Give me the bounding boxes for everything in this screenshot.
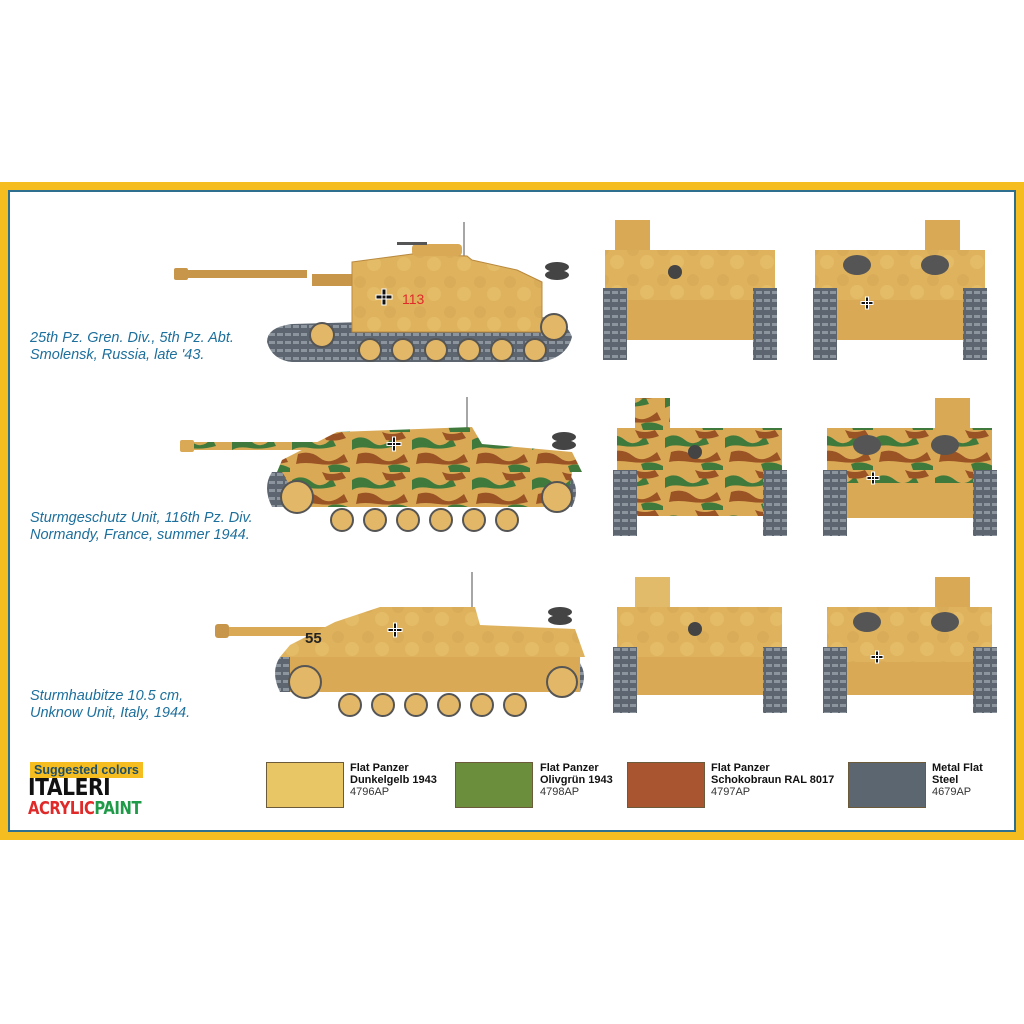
vehicle-3-rear-view bbox=[823, 577, 997, 713]
caption-line-1: Sturmhaubitze 10.5 cm, bbox=[30, 688, 184, 704]
brand-paint: PAINT bbox=[94, 798, 142, 819]
vehicle-1-side-view: 113 bbox=[174, 222, 572, 362]
suggested-colors-badge: Suggested colors bbox=[30, 762, 143, 778]
vehicle-2-rear-view bbox=[823, 398, 997, 536]
vehicle-1-caption: 25th Pz. Gren. Div., 5th Pz. Abt. Smolen… bbox=[30, 330, 234, 364]
swatch-steel bbox=[848, 762, 926, 808]
vehicle-2-caption: Sturmgeschutz Unit, 116th Pz. Div. Norma… bbox=[30, 510, 253, 544]
swatch-schokobraun bbox=[627, 762, 705, 808]
caption-line-2: Normandy, France, summer 1944. bbox=[30, 527, 250, 543]
vehicle-2-side-view bbox=[180, 397, 582, 532]
vehicle-1-rear-view bbox=[813, 220, 987, 360]
acrylic-paint-logo: ACRYLICPAINT bbox=[28, 798, 142, 819]
caption-line-1: 25th Pz. Gren. Div., 5th Pz. Abt. bbox=[30, 330, 234, 346]
caption-line-2: Smolensk, Russia, late '43. bbox=[30, 347, 205, 363]
caption-line-1: Sturmgeschutz Unit, 116th Pz. Div. bbox=[30, 510, 253, 526]
brand-acrylic: ACRYLIC bbox=[28, 798, 95, 819]
svg-text:55: 55 bbox=[305, 630, 322, 647]
vehicle-1-front-view bbox=[603, 220, 777, 360]
vehicle-3-front-view bbox=[613, 577, 787, 713]
caption-line-2: Unknow Unit, Italy, 1944. bbox=[30, 705, 191, 721]
italeri-logo: ITALERI bbox=[28, 775, 111, 801]
vehicle-3-side-view: 55 bbox=[215, 572, 585, 717]
vehicle-2-front-view bbox=[613, 398, 787, 536]
svg-text:113: 113 bbox=[402, 291, 425, 307]
balkenkreuz-icon bbox=[375, 288, 393, 306]
decal-sheet-panel: 25th Pz. Gren. Div., 5th Pz. Abt. Smolen… bbox=[8, 190, 1016, 832]
swatch-dunkelgelb bbox=[266, 762, 344, 808]
decal-sheet-frame: 25th Pz. Gren. Div., 5th Pz. Abt. Smolen… bbox=[0, 182, 1024, 840]
swatch-olivgruen bbox=[455, 762, 533, 808]
vehicle-3-caption: Sturmhaubitze 10.5 cm, Unknow Unit, Ital… bbox=[30, 688, 190, 722]
